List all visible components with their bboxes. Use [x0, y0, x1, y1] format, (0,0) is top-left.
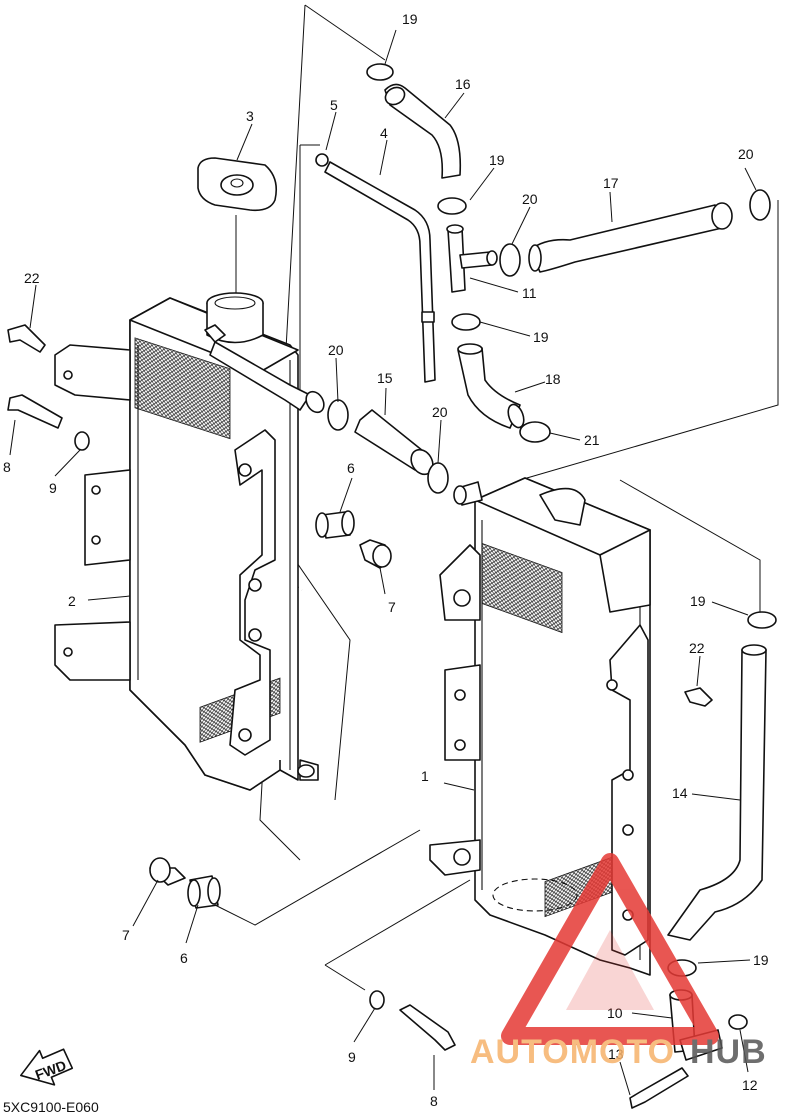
hose-18: [457, 343, 525, 429]
left-radiator: [54, 292, 325, 791]
hose-15: [354, 409, 434, 476]
callout-19-top: 19: [402, 11, 418, 27]
callout-19-c: 19: [533, 329, 549, 345]
radiator-cap: [197, 157, 278, 293]
fasteners: [7, 324, 713, 1109]
callout-18: 18: [545, 371, 561, 387]
callout-19-right: 19: [690, 593, 706, 609]
callout-20-b: 20: [522, 191, 538, 207]
callout-8-left: 8: [3, 459, 11, 475]
callout-11: 11: [522, 285, 537, 301]
callout-12: 12: [742, 1077, 758, 1093]
callout-7-upper: 7: [388, 599, 396, 615]
callout-17: 17: [603, 175, 619, 191]
callout-16: 16: [455, 76, 471, 92]
joint-pipe-11: [446, 224, 498, 293]
watermark-text-1: AUTOMOTO: [470, 1033, 675, 1071]
callout-10: 10: [607, 1005, 623, 1021]
callout-2: 2: [68, 593, 76, 609]
callout-6-upper: 6: [347, 460, 355, 476]
callout-20-d: 20: [432, 404, 448, 420]
breather-hose: [315, 153, 436, 383]
callout-8-lower: 8: [430, 1093, 438, 1109]
callout-4: 4: [380, 125, 388, 141]
callout-14: 14: [672, 785, 688, 801]
callout-7-lower: 7: [122, 927, 130, 943]
hose-16: [384, 83, 462, 179]
right-radiator: [429, 477, 651, 976]
callout-20-a: 20: [328, 342, 344, 358]
callout-20-c: 20: [738, 146, 754, 162]
callout-labels: 1 2 3 4 5 6 6 7 7 8 8 9 9 10 11 12 13 14…: [3, 11, 769, 1109]
callout-5: 5: [330, 97, 338, 113]
callout-3: 3: [246, 108, 254, 124]
fwd-arrow-icon: FWD: [19, 1048, 74, 1086]
callout-9-left: 9: [49, 480, 57, 496]
callout-9-lower: 9: [348, 1049, 356, 1065]
leader-lines: [9, 29, 757, 1096]
watermark-text-2: HUB: [690, 1033, 767, 1071]
hose-14: [667, 644, 767, 941]
callout-6-lower: 6: [180, 950, 188, 966]
callout-1: 1: [421, 768, 429, 784]
callout-15: 15: [377, 370, 393, 386]
callout-19-lower: 19: [753, 952, 769, 968]
watermark-logo: AUTOMOTO HUB: [470, 853, 767, 1071]
callout-13: 13: [608, 1046, 624, 1062]
callout-22-right: 22: [689, 640, 705, 656]
hose-17: [528, 202, 733, 273]
callout-21: 21: [584, 432, 600, 448]
callout-22-left: 22: [24, 270, 40, 286]
callout-19-b: 19: [489, 152, 505, 168]
diagram-code: 5XC9100-E060: [3, 1099, 99, 1115]
